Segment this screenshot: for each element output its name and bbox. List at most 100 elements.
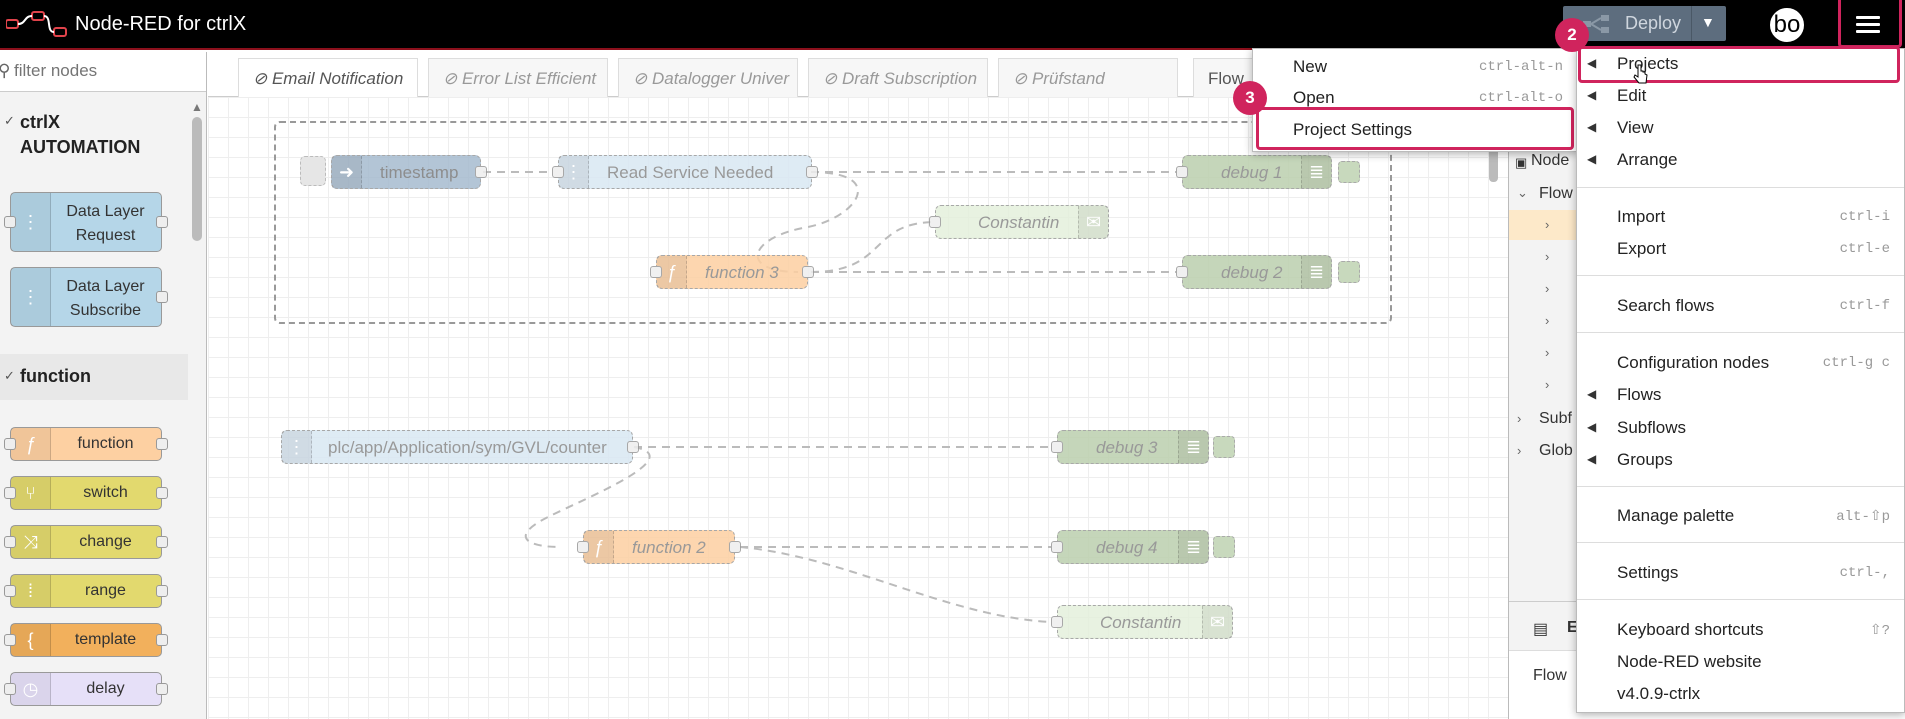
node-red-logo-icon — [6, 11, 67, 37]
menu-item-projects[interactable]: ◀ Projects — [1587, 54, 1679, 73]
palette-node-switch[interactable]: ⑂ switch — [4, 476, 168, 510]
filter-nodes-input[interactable] — [12, 58, 192, 84]
inject-button[interactable] — [300, 156, 326, 186]
node-read-service-needed[interactable]: ⋮ Read Service Needed — [552, 155, 818, 189]
sidebar-subflows[interactable]: Subf — [1539, 410, 1572, 427]
menu-item-new[interactable]: New ctrl-alt-n — [1293, 57, 1563, 76]
node-plc-counter[interactable]: ⋮ plc/app/Application/sym/GVL/counter — [281, 430, 639, 464]
menu-item-settings[interactable]: Settings ctrl-, — [1617, 563, 1890, 582]
tab-email-notification[interactable]: ⊘ Email Notification — [238, 58, 418, 97]
clock-icon: ◷ — [11, 673, 51, 705]
menu-item-import[interactable]: Import ctrl-i — [1617, 207, 1890, 226]
projects-submenu: New ctrl-alt-n Open ctrl-alt-o Project S… — [1252, 48, 1578, 152]
node-palette: ⚲ ✓ ctrlX AUTOMATION ⋮ Data Layer Reques… — [0, 52, 207, 719]
chevron-right-icon[interactable]: › — [1545, 249, 1550, 264]
deploy-button[interactable]: Deploy ▼ — [1563, 6, 1726, 41]
node-function-3[interactable]: ƒ function 3 — [650, 255, 814, 289]
node-group[interactable] — [274, 121, 1392, 324]
palette-category-function[interactable]: ✓ function — [0, 354, 188, 400]
menu-item-export[interactable]: Export ctrl-e — [1617, 239, 1890, 258]
debug-toggle[interactable] — [1338, 161, 1360, 183]
menu-item-arrange[interactable]: ◀ Arrange — [1587, 150, 1678, 169]
menu-item-search-flows[interactable]: Search flows ctrl-f — [1617, 296, 1890, 315]
projects-highlight — [1578, 46, 1900, 83]
scroll-up-icon[interactable]: ▲ — [191, 100, 203, 114]
disabled-icon: ⊘ — [1013, 69, 1032, 88]
list-icon: ≣ — [1178, 431, 1208, 463]
caret-left-icon: ◀ — [1587, 88, 1597, 102]
tab-error-list[interactable]: ⊘ Error List Efficient — [428, 58, 608, 97]
node-function-2[interactable]: ƒ function 2 — [577, 530, 741, 564]
function-icon: ƒ — [11, 428, 51, 460]
chevron-right-icon[interactable]: › — [1545, 217, 1550, 232]
function-icon: ƒ — [584, 531, 614, 563]
menu-item-open[interactable]: Open ctrl-alt-o — [1293, 88, 1563, 107]
menu-item-project-settings[interactable]: Project Settings — [1293, 120, 1413, 139]
node-constantin-1[interactable]: Constantin ✉ — [929, 205, 1109, 239]
menu-item-flows[interactable]: ◀ Flows — [1587, 385, 1662, 404]
project-settings-highlight — [1256, 107, 1574, 150]
header-bar: Node-RED for ctrlX Deploy ▼ bo — [0, 0, 1905, 50]
chevron-right-icon[interactable]: › — [1545, 313, 1550, 328]
palette-node-data-layer-request[interactable]: ⋮ Data Layer Request — [4, 192, 168, 252]
node-constantin-2[interactable]: Constantin ✉ — [1051, 605, 1233, 639]
palette-node-delay[interactable]: ◷ delay — [4, 672, 168, 706]
node-debug-2[interactable]: debug 2 ≣ — [1176, 255, 1332, 289]
disabled-icon: ⊘ — [253, 69, 272, 88]
palette-node-function[interactable]: ƒ function — [4, 427, 168, 461]
menu-item-configuration-nodes[interactable]: Configuration nodes ctrl-g c — [1617, 353, 1890, 372]
workspace-scrollbar[interactable] — [1488, 97, 1500, 719]
sidebar-flows[interactable]: Flow — [1539, 185, 1573, 202]
menu-item-groups[interactable]: ◀ Groups — [1587, 450, 1673, 469]
sidebar-tree-icon: ▣ — [1515, 155, 1528, 170]
palette-scrollbar[interactable]: ▲ — [188, 100, 206, 719]
data-layer-icon: ⋮ — [559, 156, 589, 188]
app-title: Node-RED for ctrlX — [75, 13, 247, 35]
menu-item-node-red-website[interactable]: Node-RED website — [1617, 652, 1762, 671]
chevron-right-icon[interactable]: › — [1517, 443, 1522, 458]
disabled-icon: ⊘ — [633, 69, 652, 88]
tab-datalogger[interactable]: ⊘ Datalogger Univer — [618, 58, 798, 97]
flow-workspace[interactable]: ➜ timestamp ⋮ Read Service Needed debug … — [208, 97, 1508, 719]
menu-item-manage-palette[interactable]: Manage palette alt-⇧p — [1617, 506, 1890, 525]
data-layer-icon: ⋮ — [11, 268, 51, 326]
chevron-down-icon: ✓ — [4, 368, 15, 383]
node-debug-4[interactable]: debug 4 ≣ — [1051, 530, 1209, 564]
sidebar-selected-row[interactable] — [1509, 210, 1589, 240]
debug-toggle[interactable] — [1338, 261, 1360, 283]
data-layer-icon: ⋮ — [282, 431, 312, 463]
disabled-icon: ⊘ — [443, 69, 462, 88]
caret-left-icon: ◀ — [1587, 56, 1597, 70]
node-debug-3[interactable]: debug 3 ≣ — [1051, 430, 1209, 464]
palette-node-change[interactable]: ⤨ change — [4, 525, 168, 559]
menu-item-subflows[interactable]: ◀ Subflows — [1587, 418, 1686, 437]
tab-draft-subscription[interactable]: ⊘ Draft Subscription — [808, 58, 988, 97]
list-icon: ≣ — [1178, 531, 1208, 563]
debug-toggle[interactable] — [1213, 436, 1235, 458]
category-label: ctrlX AUTOMATION — [20, 112, 141, 157]
menu-item-version: v4.0.9-ctrlx — [1617, 684, 1701, 703]
chevron-right-icon[interactable]: › — [1545, 377, 1550, 392]
chevron-down-icon[interactable]: ⌄ — [1517, 185, 1528, 200]
info-icon: ▤ — [1533, 621, 1549, 638]
menu-item-view[interactable]: ◀ View — [1587, 118, 1654, 137]
sidebar-global[interactable]: Glob — [1539, 442, 1573, 459]
category-label: function — [20, 366, 91, 386]
user-avatar[interactable]: bo — [1768, 6, 1806, 44]
palette-node-range[interactable]: ⁞ range — [4, 574, 168, 608]
sidebar-tree-header: Node — [1531, 152, 1570, 169]
shuffle-icon: ⤨ — [11, 526, 51, 558]
chevron-right-icon[interactable]: › — [1517, 411, 1522, 426]
node-timestamp[interactable]: ➜ timestamp — [331, 155, 487, 189]
main-menu-button[interactable] — [1832, 0, 1905, 50]
palette-node-template[interactable]: { template — [4, 623, 168, 657]
node-debug-1[interactable]: debug 1 ≣ — [1176, 155, 1332, 189]
menu-item-keyboard-shortcuts[interactable]: Keyboard shortcuts ⇧? — [1617, 620, 1890, 639]
deploy-dropdown-icon[interactable]: ▼ — [1701, 14, 1715, 30]
menu-item-edit[interactable]: ◀ Edit — [1587, 86, 1647, 105]
palette-node-data-layer-subscribe[interactable]: ⋮ Data Layer Subscribe — [10, 267, 168, 327]
chevron-right-icon[interactable]: › — [1545, 345, 1550, 360]
chevron-right-icon[interactable]: › — [1545, 281, 1550, 296]
tab-pruefstand[interactable]: ⊘ Prüfstand — [998, 58, 1178, 97]
debug-toggle[interactable] — [1213, 536, 1235, 558]
